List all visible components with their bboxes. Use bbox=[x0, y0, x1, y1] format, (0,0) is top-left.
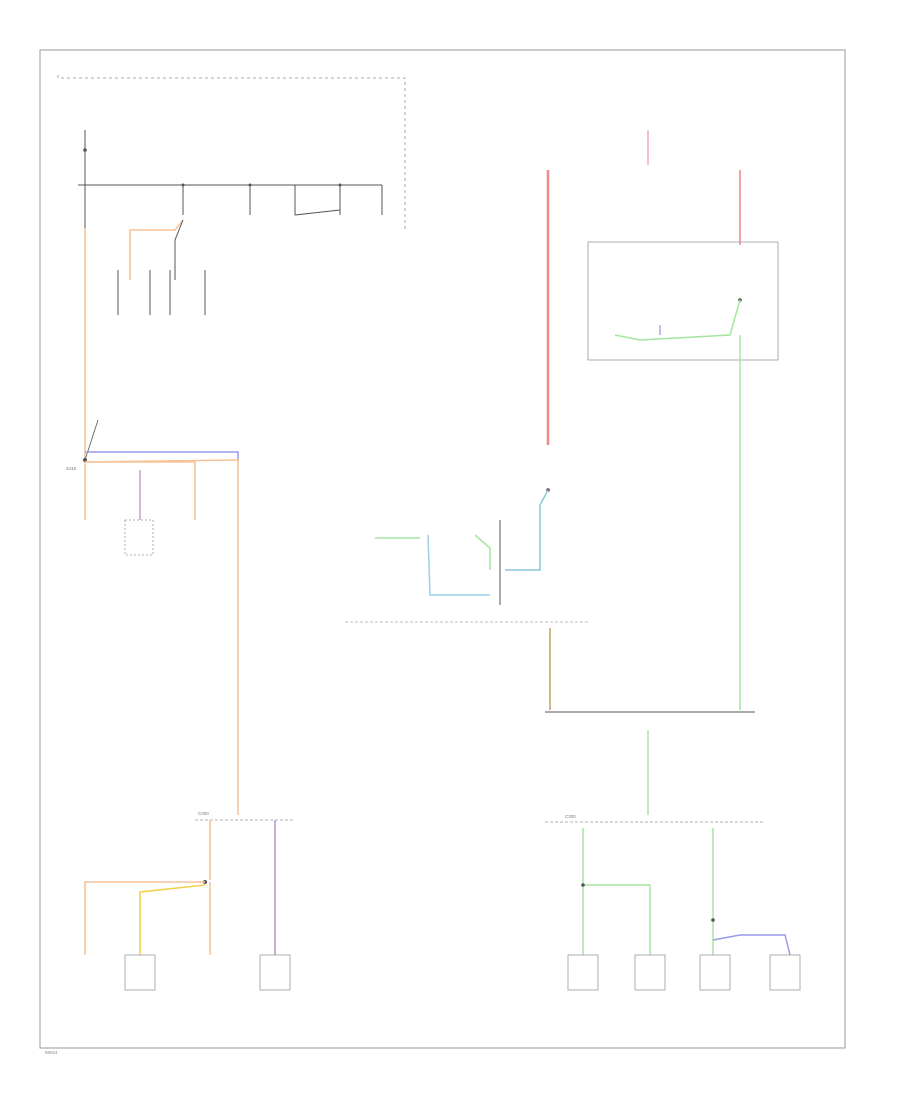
orange-lower-branch-left bbox=[84, 881, 205, 955]
lamp-box-2 bbox=[259, 954, 291, 991]
lower-left-section bbox=[84, 819, 295, 991]
relay-wire-orange-a bbox=[129, 219, 184, 280]
bus-junction-1 bbox=[181, 183, 185, 187]
lower-right-splice-2 bbox=[711, 918, 715, 922]
lamp-box-1 bbox=[124, 954, 156, 991]
blue-branch-right bbox=[712, 934, 791, 956]
green-relay-wire bbox=[614, 299, 741, 341]
middle-section bbox=[345, 130, 649, 710]
bus-junction-2 bbox=[248, 183, 252, 187]
diagram-frame bbox=[39, 49, 846, 1049]
right-section bbox=[545, 170, 801, 991]
bus-junction-3 bbox=[338, 183, 342, 187]
diagram-id-code: 98024 bbox=[45, 1050, 58, 1055]
lower-right-splice-1 bbox=[581, 883, 585, 887]
green-branch-left bbox=[583, 884, 651, 955]
connector-label-c300: C300 bbox=[565, 814, 576, 819]
left-relay-wires bbox=[117, 219, 206, 315]
component-box-mid-left bbox=[124, 519, 154, 556]
splice-node-s116 bbox=[83, 458, 87, 462]
left-orange-trunk bbox=[83, 228, 239, 815]
switch-link bbox=[294, 209, 341, 216]
splice-label-s116: S116 bbox=[66, 466, 77, 471]
relay-wire-black-a bbox=[174, 219, 184, 280]
motor-box-2 bbox=[634, 954, 666, 991]
yellow-lower-branch bbox=[139, 884, 206, 955]
connector-label-c200: C200 bbox=[198, 811, 209, 816]
splice-pointer bbox=[84, 419, 99, 461]
green-wire-right-module bbox=[474, 534, 491, 570]
left-fuse-box bbox=[57, 75, 406, 230]
fuse-feed-node bbox=[83, 148, 87, 152]
blue-wire-left-module bbox=[427, 534, 490, 596]
motor-box-4 bbox=[769, 954, 801, 991]
teal-wire-middle bbox=[505, 489, 549, 571]
blue-wire-to-right bbox=[85, 451, 239, 460]
fuse-box-dashed-outline bbox=[57, 75, 406, 230]
motor-box-1 bbox=[567, 954, 599, 991]
right-relay-box bbox=[587, 241, 779, 361]
orange-long-run bbox=[84, 459, 239, 815]
motor-box-3 bbox=[699, 954, 731, 991]
